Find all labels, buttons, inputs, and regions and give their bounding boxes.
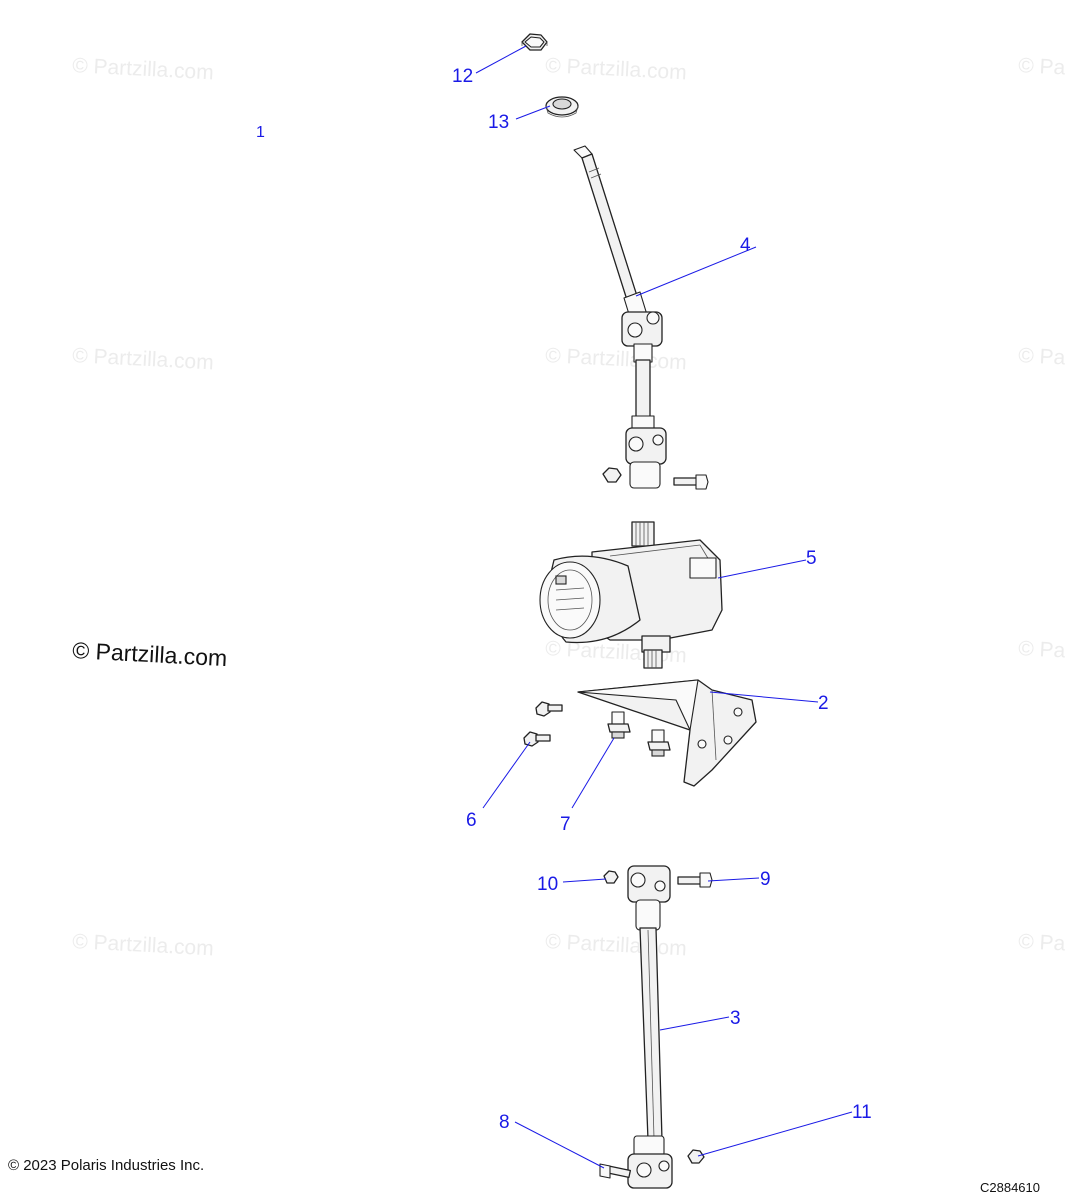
leader-lines (475, 45, 853, 1169)
watermark: © Partzilla.com (545, 344, 688, 374)
callout-9: 9 (760, 869, 771, 890)
callout-13: 13 (488, 112, 509, 133)
callout-10: 10 (537, 874, 558, 895)
leader-3 (659, 1016, 730, 1031)
bolts-parts-6-7 (523, 701, 671, 757)
watermark: © Partzilla.com (1018, 930, 1066, 960)
callout-3: 3 (730, 1008, 741, 1029)
callout-2: 2 (818, 693, 829, 714)
bolt (535, 701, 563, 717)
mounting-bracket-part-2 (577, 679, 757, 787)
callout-5: 5 (806, 548, 817, 569)
watermark: © Partzilla.com (72, 930, 215, 960)
leader-8 (514, 1121, 605, 1169)
leader-6 (482, 741, 531, 809)
leader-9 (707, 877, 760, 882)
watermark: © Partzilla.com (1018, 637, 1066, 667)
callout-labels: 1 2 3 4 5 6 7 8 9 10 11 12 13 (256, 66, 872, 1133)
callout-6: 6 (466, 810, 477, 831)
lower-steering-shaft-part-3 (599, 865, 713, 1189)
watermark-main: © Partzilla.com (72, 637, 228, 671)
bushing-part-13 (545, 96, 579, 118)
bolt (647, 729, 671, 757)
copyright-notice: © 2023 Polaris Industries Inc. (8, 1157, 205, 1174)
watermark: © Partzilla.com (1018, 344, 1066, 374)
callout-1: 1 (256, 124, 265, 141)
leader-7 (571, 737, 615, 809)
leader-12 (475, 45, 527, 74)
leader-4 (635, 246, 757, 297)
leader-2 (709, 691, 819, 703)
leader-5 (717, 559, 807, 579)
callout-4: 4 (740, 235, 751, 256)
watermark: © Partzilla.com (1018, 54, 1066, 84)
hex-nut-part-12 (521, 33, 548, 51)
upper-steering-shaft-part-4 (573, 145, 709, 490)
drawing-code: C2884610 (980, 1180, 1040, 1195)
callout-8: 8 (499, 1112, 510, 1133)
watermark: © Partzilla.com (545, 54, 688, 84)
callout-11: 11 (852, 1102, 872, 1123)
callout-7: 7 (560, 814, 571, 835)
leader-10 (562, 878, 607, 883)
leader-13 (515, 105, 551, 120)
bolt (607, 711, 631, 739)
watermark: © Partzilla.com (72, 54, 215, 84)
callout-12: 12 (452, 66, 473, 87)
power-steering-unit-part-5 (539, 521, 723, 669)
watermark: © Partzilla.com (545, 930, 688, 960)
watermark: © Partzilla.com (72, 344, 215, 374)
bolt (523, 731, 551, 747)
leader-11 (697, 1111, 853, 1157)
